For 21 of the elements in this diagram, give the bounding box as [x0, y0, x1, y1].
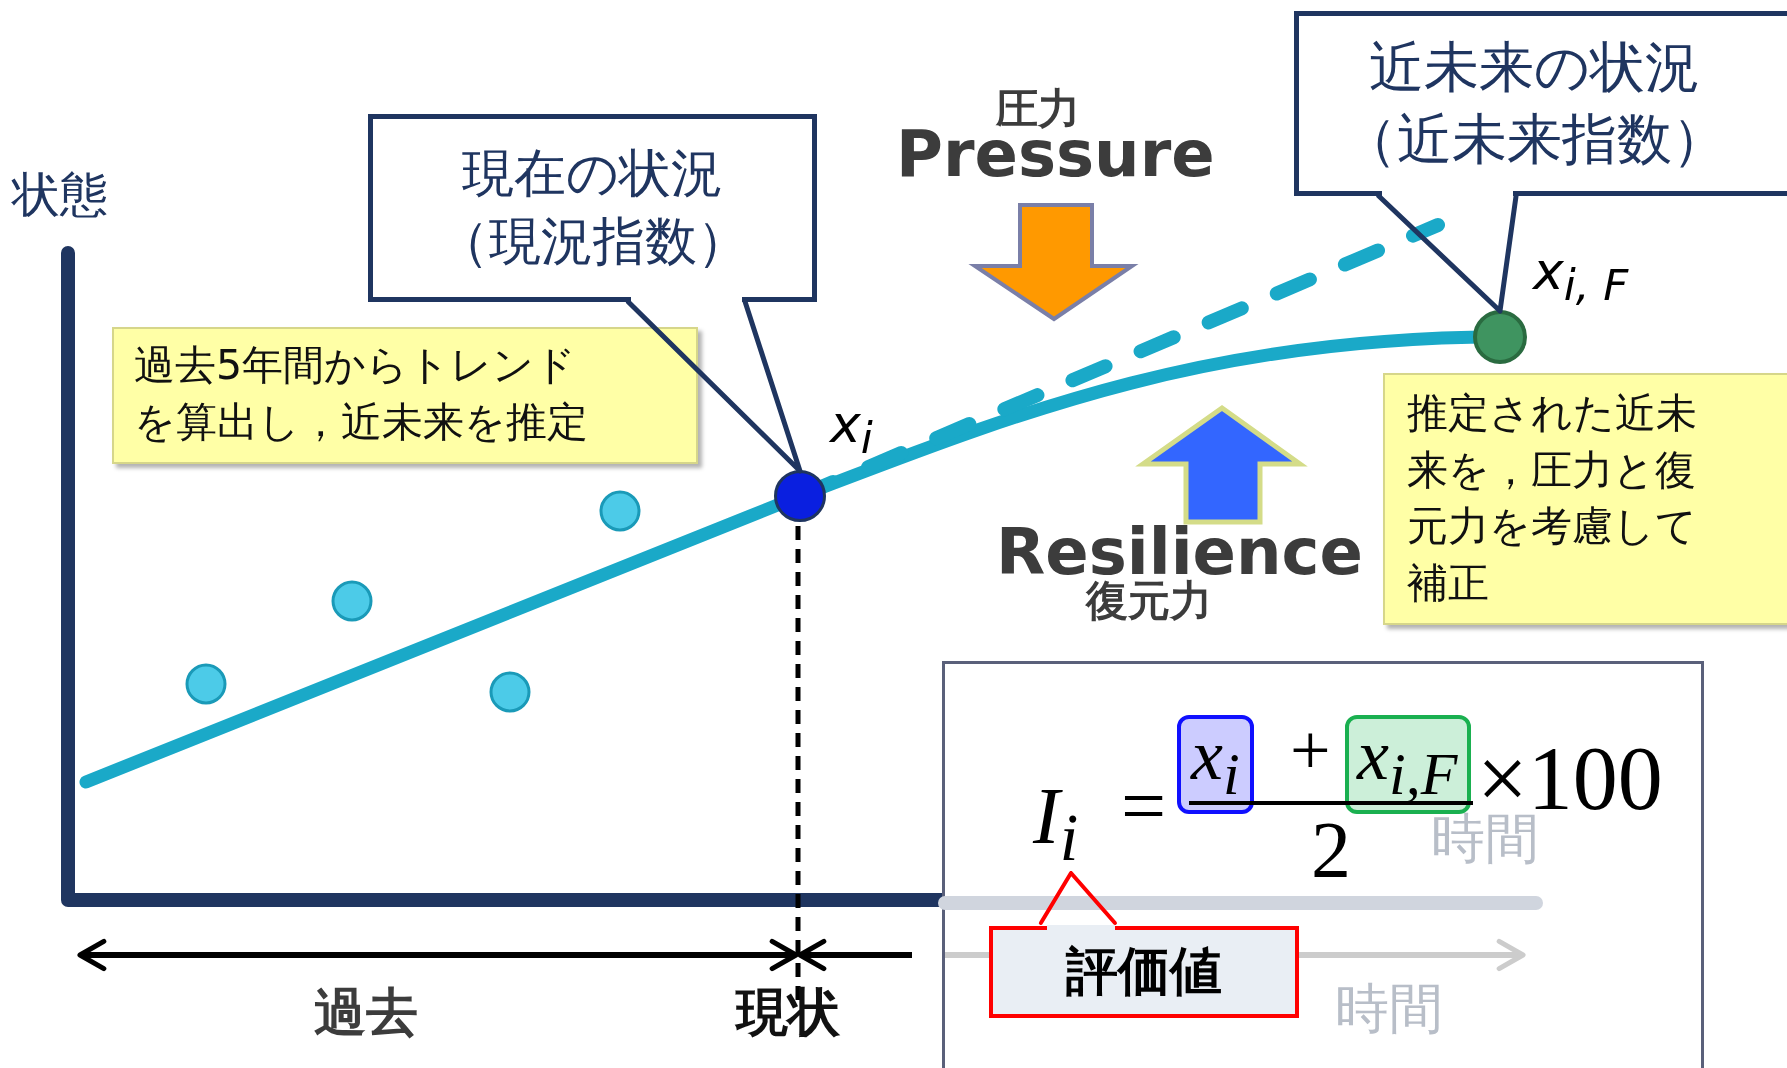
leader-line [1038, 871, 1117, 925]
note-box: 過去5年間からトレンドを算出し，近未来を推定 [112, 327, 698, 464]
callout-box: 現在の状況（現況指数） [368, 114, 817, 302]
point-label: x$_{i, F}$ [1533, 245, 1629, 308]
data-point [1473, 310, 1527, 364]
callout-box: 評価値 [989, 926, 1299, 1018]
highlighted-term: x$_{i}$ [1177, 715, 1254, 815]
point-label: x$_{i}$ [830, 398, 873, 461]
leader-line [1376, 193, 1519, 314]
math-operator: = [1121, 766, 1167, 846]
axis-label: 現状 [736, 986, 840, 1038]
formula-symbol: I$_{i}$ [1033, 776, 1123, 876]
data-point [774, 470, 826, 522]
axis-label: 過去 [314, 986, 418, 1038]
axis-label: 時間 [1431, 812, 1539, 866]
axis-label: 状態 [12, 170, 108, 218]
callout-box: 近未来の状況（近未来指数） [1294, 11, 1787, 196]
leader-line [625, 299, 803, 474]
axis-label: 時間 [1335, 982, 1443, 1036]
math-operator: + [1290, 714, 1331, 786]
note-box: 推定された近未来を，圧力と復元力を考慮して補正 [1383, 373, 1787, 625]
